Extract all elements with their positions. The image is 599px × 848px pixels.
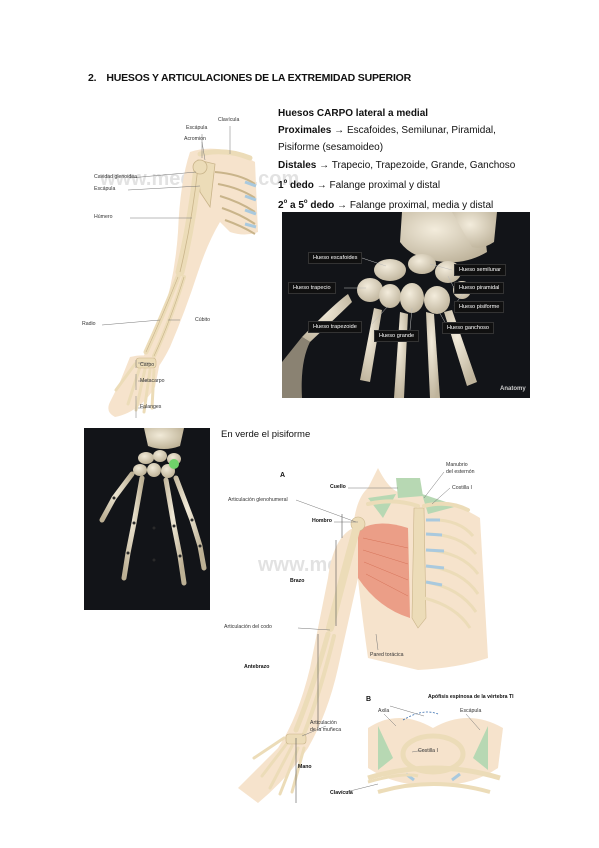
label-metacarpo: Metacarpo <box>140 378 165 384</box>
notes-dedo25-text: Falange proximal, media y distal <box>349 200 494 212</box>
label-acromion: Acromion <box>184 136 206 142</box>
notes-arrow-2: → <box>319 159 330 171</box>
notes-line-distales: Distales → Trapecio, Trapezoide, Grande,… <box>278 157 578 174</box>
notes-dedo1-ord: o <box>283 178 288 185</box>
label-hueso-pisiforme: Hueso pisiforme <box>454 301 505 313</box>
pisiform-caption: En verde el pisiforme <box>221 429 311 440</box>
label-humero: Húmero <box>94 214 113 220</box>
carpal-notes: Huesos CARPO lateral a medial Proximales… <box>278 105 578 214</box>
label-hueso-escafoides: Hueso escafoides <box>308 252 363 264</box>
panel-a-letter: A <box>280 472 286 479</box>
upper-limb-regions-figure: www.medilibros.com <box>218 458 518 810</box>
notes-arrow-4: → <box>337 200 348 212</box>
label-falanges: Falanges <box>140 404 162 410</box>
section-number: 2. <box>88 72 97 84</box>
label-articulacion-muneca-1: Articulación <box>310 720 337 726</box>
notes-line-dedo1: 1o dedo → Falange proximal y distal <box>278 174 578 194</box>
label-clavicula: Clavícula <box>218 117 240 123</box>
hand-illustration <box>99 428 207 593</box>
label-escapula: Escápula <box>94 186 116 192</box>
label-hueso-grande: Hueso grande <box>374 330 420 342</box>
label-articulacion-glenohumeral: Articulación glenohumeral <box>228 497 288 503</box>
notes-dedo25-label: dedo <box>307 200 335 212</box>
label-hueso-trapecio: Hueso trapecio <box>288 282 336 294</box>
label-cavidad-glenoidea: Cavidad glenoidea <box>94 174 137 180</box>
label-mano: Mano <box>298 764 312 770</box>
label-costilla-i-b: Costilla I <box>418 748 438 754</box>
notes-distales-text: Trapecio, Trapezoide, Grande, Ganchoso <box>331 159 516 171</box>
label-cuello: Cuello <box>330 484 346 490</box>
notes-dedo25-ord-a: o <box>283 199 288 206</box>
upper-limb-illustration <box>238 468 503 803</box>
label-hueso-ganchoso: Hueso ganchoso <box>442 322 494 334</box>
notes-proximales-label: Proximales <box>278 125 332 137</box>
notes-arrow-3: → <box>316 179 327 191</box>
label-apofisis-espinosa: Apófisis espinosa de la vértebra TI <box>428 694 514 700</box>
label-clavicula-b: Clavícula <box>330 790 353 796</box>
notes-line-dedo25: 2o a 5o dedo → Falange proximal, media y… <box>278 194 578 214</box>
section-title: HUESOS Y ARTICULACIONES DE LA EXTREMIDAD… <box>106 72 412 84</box>
label-axila: Axila <box>378 708 390 714</box>
wrist-carpal-figure: Hueso escafoides Hueso semilunar Hueso t… <box>282 212 530 398</box>
label-antebrazo: Antebrazo <box>244 664 270 670</box>
label-cubito: Cúbito <box>195 317 210 323</box>
label-radio: Radio <box>82 321 96 327</box>
notes-line-carpo: Huesos CARPO lateral a medial <box>278 105 578 122</box>
notes-dedo1-num: 1 <box>278 179 284 191</box>
notes-distales-label: Distales <box>278 159 317 171</box>
label-carpo: Carpo <box>140 362 155 368</box>
label-articulacion-muneca-2: de la muñeca <box>310 727 342 733</box>
label-pared-toracica: Pared torácica <box>370 652 404 658</box>
label-manubrio: Manubrio <box>446 462 468 468</box>
notes-line-proximales: Proximales → Escafoides, Semilunar, Pira… <box>278 122 578 139</box>
notes-dedo1-label: dedo <box>287 179 314 191</box>
notes-dedo25-num-a: 2 <box>278 200 284 212</box>
label-brazo: Brazo <box>290 578 305 584</box>
section-heading: 2. HUESOS Y ARTICULACIONES DE LA EXTREMID… <box>88 72 411 84</box>
wrist-brand: Anatomy <box>500 386 526 392</box>
label-escapula-b: Escápula <box>460 708 482 714</box>
label-escapula-top: Escápula <box>186 125 208 131</box>
notes-carpo-title: Huesos CARPO lateral a medial <box>278 108 429 119</box>
panel-b-letter: B <box>366 696 372 703</box>
notes-dedo25-ord-b: o <box>303 199 308 206</box>
notes-line-pisiforme: Pisiforme (sesamoideo) <box>278 139 578 156</box>
notes-dedo1-text: Falange proximal y distal <box>329 179 441 191</box>
hand-pisiform-figure <box>84 428 210 610</box>
label-hueso-semilunar: Hueso semilunar <box>454 264 506 276</box>
label-esternon: del esternón <box>446 469 475 475</box>
notes-dedo25-mid: a 5 <box>287 200 304 212</box>
label-hueso-piramidal: Hueso piramidal <box>454 282 505 294</box>
notes-arrow-1: → <box>334 125 345 137</box>
label-hueso-trapezoide: Hueso trapezoide <box>308 321 362 333</box>
notes-proximales-cont: Pisiforme (sesamoideo) <box>278 142 384 154</box>
notes-proximales-text: Escafoides, Semilunar, Piramidal, <box>346 125 496 137</box>
label-hombro: Hombro <box>312 518 332 524</box>
label-articulacion-codo: Articulación del codo <box>224 624 272 630</box>
arm-skeleton-illustration <box>101 126 258 418</box>
arm-skeleton-figure: www.medilibros.com <box>80 112 299 432</box>
label-costilla-i: Costilla I <box>452 485 472 491</box>
